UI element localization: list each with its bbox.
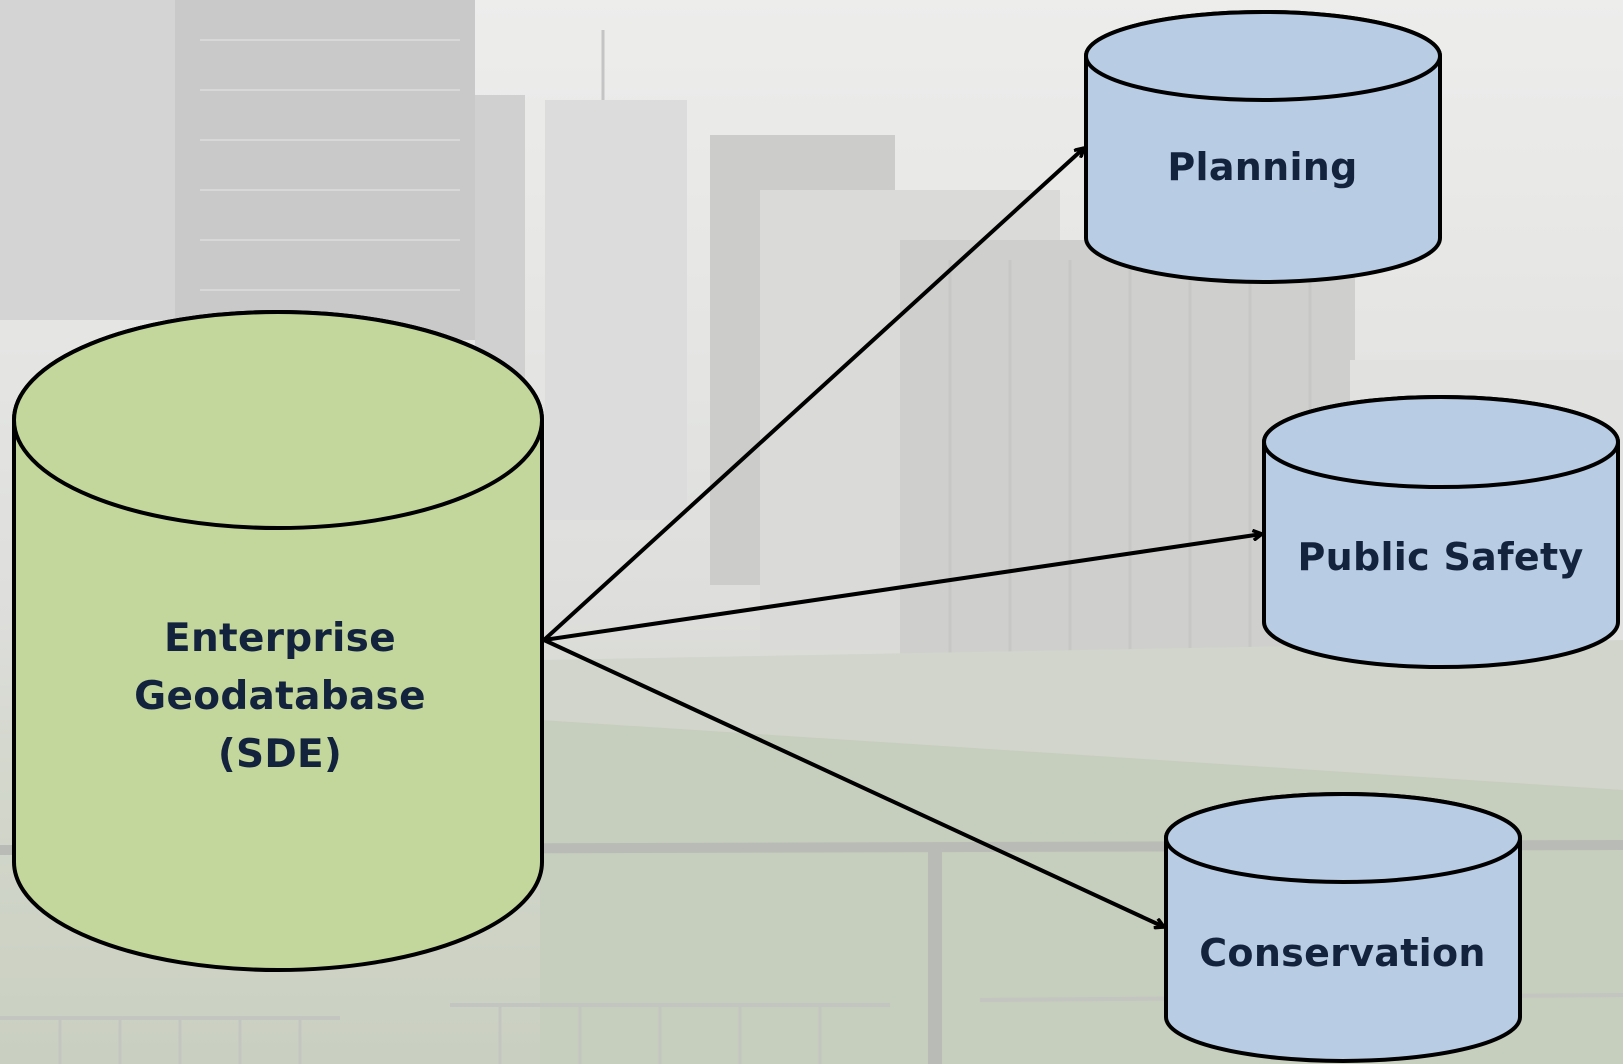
source-cylinder (12, 310, 544, 972)
public-safety-label: Public Safety (1297, 535, 1584, 579)
conservation-label: Conservation (1199, 931, 1486, 975)
arrow-to-planning (542, 148, 1084, 642)
public-safety-cylinder (1262, 395, 1620, 669)
arrow-to-public-safety (543, 534, 1262, 642)
planning-label: Planning (1167, 145, 1358, 189)
conservation-cylinder (1164, 792, 1522, 1063)
source-label: Enterprise Geodatabase (SDE) (134, 616, 426, 777)
arrow-to-conservation (543, 638, 1164, 927)
planning-cylinder (1084, 10, 1442, 284)
